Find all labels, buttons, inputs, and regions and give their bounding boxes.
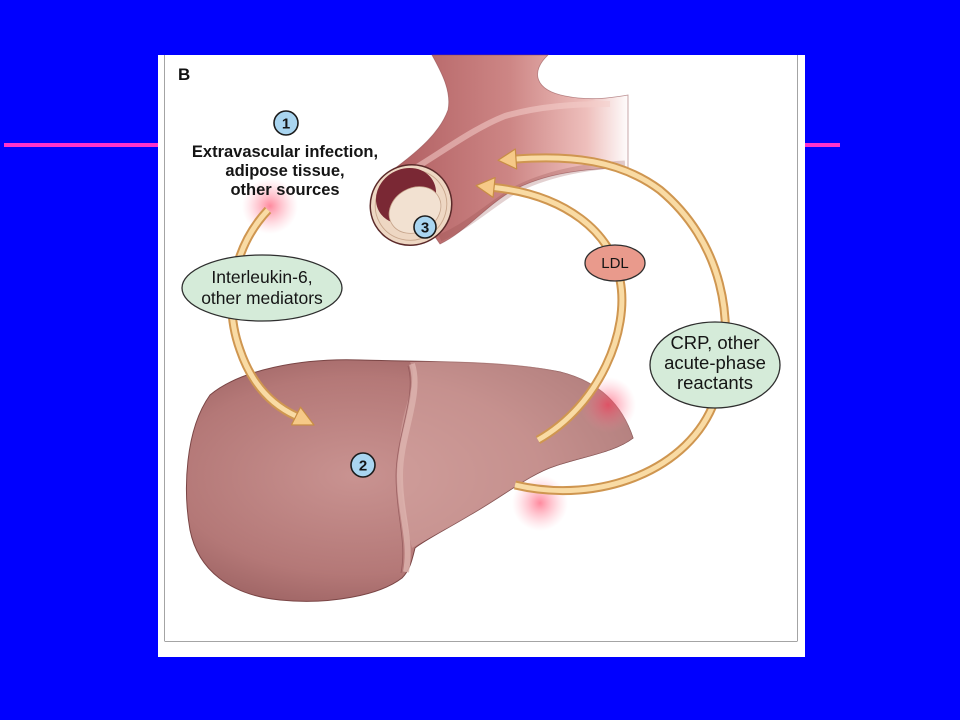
marker-2: 2	[350, 452, 376, 478]
source-label-line-2: adipose tissue,	[225, 162, 344, 180]
arrowhead-ldl-to-vessel	[475, 177, 496, 198]
arrow-crp-shaft	[514, 155, 728, 494]
ldl-label: LDL	[601, 255, 629, 272]
falciform-ligament	[396, 363, 418, 573]
crp-label-line-3: reactants	[677, 372, 753, 393]
marker-3: 3	[413, 215, 437, 239]
arrow-source-to-liver-shaft	[229, 208, 298, 419]
marker-2-circle	[350, 452, 376, 478]
mediators-ellipse	[181, 254, 343, 322]
ldl-ellipse	[584, 244, 646, 282]
crp-ellipse	[649, 321, 781, 409]
vessel-highlight	[400, 101, 611, 179]
source-label-line-1: Extravascular infection,	[192, 143, 378, 161]
inflammation-glow-liver-tip	[580, 377, 636, 433]
marker-1-number: 1	[282, 116, 290, 133]
crp-label-line-1: CRP, other	[670, 332, 759, 353]
marker-3-number: 3	[421, 220, 429, 237]
blood-vessel	[369, 54, 629, 247]
marker-2-number: 2	[359, 458, 367, 475]
falciform-ligament-edge	[395, 365, 411, 574]
source-label-line-3: other sources	[230, 181, 339, 199]
crp-label-line-2: acute-phase	[664, 352, 766, 373]
panel-label: B	[178, 65, 190, 84]
figure-panel: B	[158, 54, 805, 657]
marker-1: 1	[273, 110, 299, 136]
arrow-liver-crp-to-vessel	[497, 148, 730, 496]
arrowhead-crp-to-vessel	[497, 148, 518, 170]
marker-3-circle	[413, 215, 437, 239]
arrowhead-to-liver	[290, 406, 315, 426]
mediators-label-line-1: Interleukin-6,	[211, 267, 312, 287]
mediators-label-line-2: other mediators	[201, 288, 323, 308]
arrow-source-to-liver	[227, 206, 315, 426]
marker-1-circle	[273, 110, 299, 136]
